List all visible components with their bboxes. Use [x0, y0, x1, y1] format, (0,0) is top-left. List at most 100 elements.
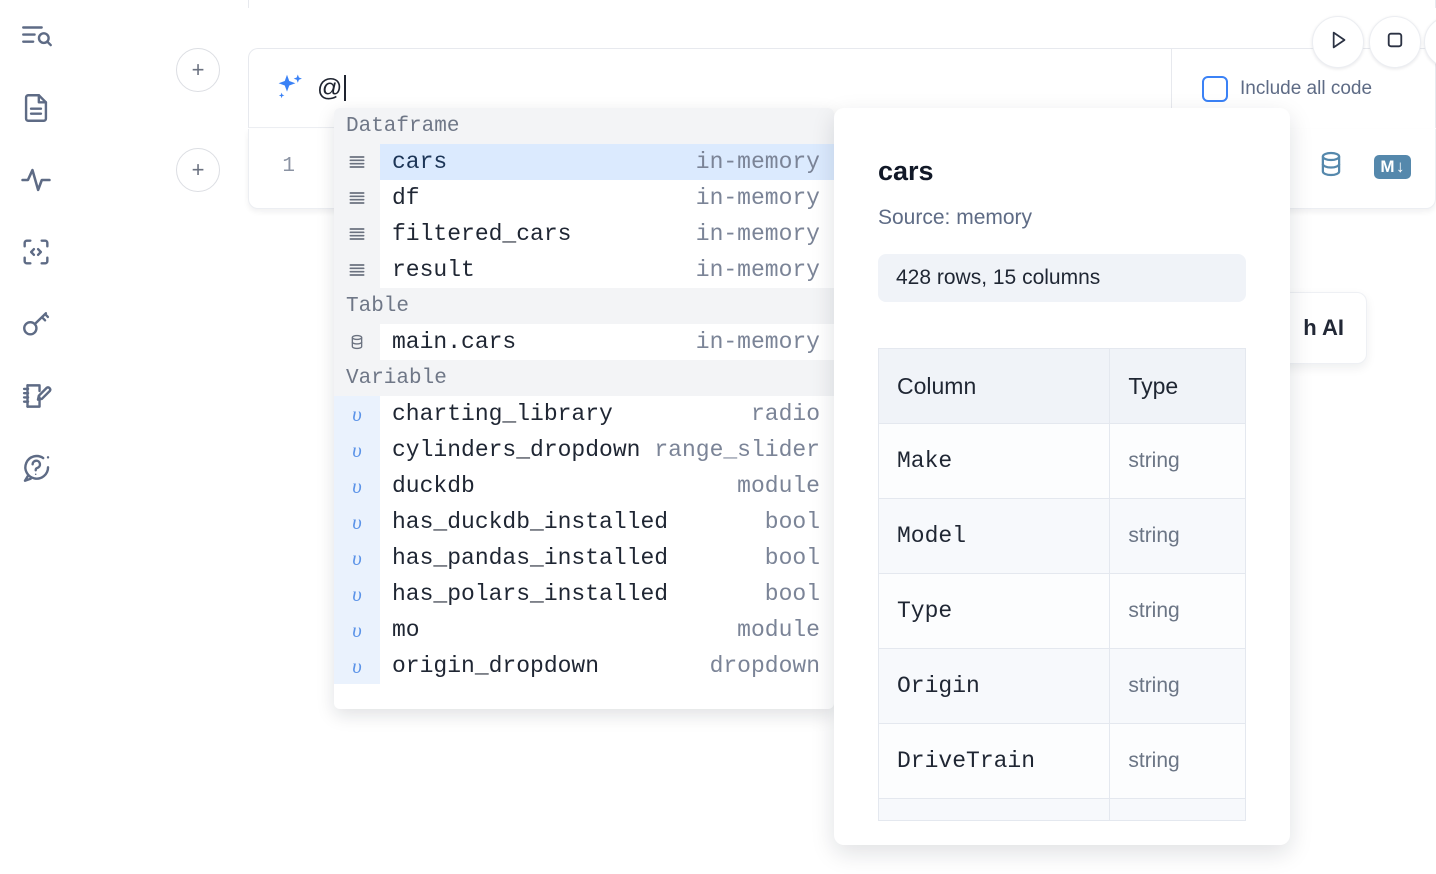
cell-column-type: string	[1128, 449, 1180, 472]
cell-column-type: string	[1128, 674, 1180, 697]
key-icon	[19, 307, 53, 341]
play-icon	[1325, 27, 1351, 58]
sidebar-item-snippets[interactable]	[12, 228, 60, 276]
activity-icon	[19, 163, 53, 197]
left-icon-rail	[0, 0, 72, 874]
autocomplete-item[interactable]: filtered_cars in-memory	[334, 216, 834, 252]
stop-icon	[1382, 27, 1408, 58]
autocomplete-item-type: in-memory	[695, 329, 820, 355]
add-cell-button-top[interactable]: +	[176, 48, 220, 92]
autocomplete-item-name: has_pandas_installed	[392, 545, 669, 571]
ai-prompt-input[interactable]: @	[313, 49, 1171, 127]
run-cell-button[interactable]	[1312, 16, 1364, 68]
autocomplete-item-name: main.cars	[392, 329, 517, 355]
autocomplete-item-name: filtered_cars	[392, 221, 572, 247]
plus-icon: +	[191, 57, 205, 82]
variable-icon: υ	[334, 612, 380, 648]
add-cell-button-bottom[interactable]: +	[176, 148, 220, 192]
autocomplete-item-type: in-memory	[695, 185, 820, 211]
variable-icon: υ	[334, 648, 380, 684]
autocomplete-item-type: dropdown	[709, 653, 820, 679]
dataframe-icon	[334, 252, 380, 288]
variable-icon: υ	[334, 396, 380, 432]
cell-column-name: Model	[879, 499, 1111, 573]
autocomplete-item-body: main.cars in-memory	[380, 324, 834, 360]
stop-cell-button[interactable]	[1369, 16, 1421, 68]
cell-column-type: string	[1128, 599, 1180, 622]
variable-icon: υ	[334, 504, 380, 540]
autocomplete-item-name: charting_library	[392, 401, 613, 427]
autocomplete-item-type: bool	[764, 581, 820, 607]
sidebar-item-explore[interactable]	[12, 12, 60, 60]
autocomplete-section-header: Table	[334, 288, 834, 324]
autocomplete-item-type: bool	[764, 545, 820, 571]
autocomplete-item-name: df	[392, 185, 420, 211]
autocomplete-section-header: Dataframe	[334, 108, 834, 144]
autocomplete-item-type: module	[737, 617, 820, 643]
background-card-text: h AI	[1303, 315, 1344, 340]
cell-column-type: string	[1128, 749, 1180, 772]
help-icon	[19, 451, 53, 485]
scratchpad-icon	[19, 379, 53, 413]
variable-icon: υ	[334, 540, 380, 576]
markdown-letter: M	[1380, 156, 1395, 176]
dataframe-icon	[334, 180, 380, 216]
cell-column-name	[879, 799, 1111, 820]
autocomplete-item-type: in-memory	[695, 221, 820, 247]
sidebar-item-scratchpad[interactable]	[12, 372, 60, 420]
sidebar-item-secrets[interactable]	[12, 300, 60, 348]
table-row-partial	[878, 799, 1246, 821]
autocomplete-item[interactable]: υ origin_dropdown dropdown	[334, 648, 834, 684]
autocomplete-item[interactable]: df in-memory	[334, 180, 834, 216]
dataframe-preview-card: cars Source: memory 428 rows, 15 columns…	[834, 108, 1290, 845]
variable-icon: υ	[334, 576, 380, 612]
autocomplete-item-name: cars	[392, 149, 448, 175]
markdown-badge[interactable]: M↓	[1374, 154, 1411, 179]
include-all-code-checkbox[interactable]: Include all code	[1202, 75, 1372, 102]
autocomplete-item-name: result	[392, 257, 475, 283]
dataframe-icon	[334, 144, 380, 180]
autocomplete-item[interactable]: main.cars in-memory	[334, 324, 834, 360]
cell-action-icons: M↓	[1316, 149, 1411, 184]
variable-icon: υ	[334, 432, 380, 468]
database-icon[interactable]	[1316, 149, 1346, 184]
preview-title: cars	[878, 156, 934, 186]
autocomplete-item-name: has_duckdb_installed	[392, 509, 669, 535]
autocomplete-item-body: df in-memory	[380, 180, 834, 216]
autocomplete-item[interactable]: result in-memory	[334, 252, 834, 288]
plus-icon: +	[191, 157, 205, 182]
autocomplete-item[interactable]: υ has_pandas_installed bool	[334, 540, 834, 576]
line-number: 1	[282, 155, 295, 178]
cell-column-type	[1110, 799, 1245, 820]
autocomplete-item-name: duckdb	[392, 473, 475, 499]
sidebar-item-notebook[interactable]	[12, 84, 60, 132]
cell-column-name: Type	[879, 574, 1111, 648]
sidebar-item-help[interactable]	[12, 444, 60, 492]
autocomplete-section-header: Variable	[334, 360, 834, 396]
autocomplete-item-body: has_pandas_installed bool	[380, 540, 834, 576]
variable-icon: υ	[334, 468, 380, 504]
sidebar-item-runtime[interactable]	[12, 156, 60, 204]
checkbox-box[interactable]	[1202, 75, 1228, 102]
autocomplete-item-type: in-memory	[695, 257, 820, 283]
autocomplete-item-name: origin_dropdown	[392, 653, 600, 679]
autocomplete-item-type: range_slider	[654, 437, 820, 463]
document-icon	[19, 91, 53, 125]
